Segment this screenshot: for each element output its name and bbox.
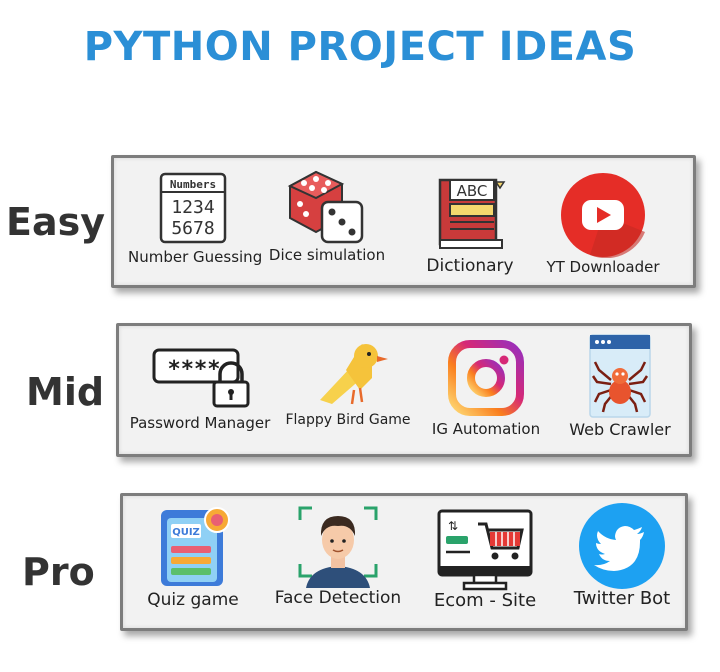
item-number-guessing[interactable]: Numbers 1234 5678 Number Guessing (128, 172, 263, 266)
svg-text:QUIZ: QUIZ (172, 527, 200, 538)
item-label: Quiz game (147, 590, 239, 610)
svg-text:Numbers: Numbers (170, 178, 216, 191)
item-dictionary[interactable]: ABC Dictionary (410, 176, 530, 276)
item-quiz-game[interactable]: QUIZ Quiz game (135, 504, 251, 610)
item-label: Password Manager (129, 414, 271, 432)
instagram-icon (448, 340, 524, 416)
level-label-mid: Mid (26, 370, 105, 414)
item-ecom-site[interactable]: ⇅ Ecom - Site (417, 508, 553, 611)
item-password-manager[interactable]: **** Password Manager (125, 344, 275, 432)
item-label: IG Automation (431, 420, 541, 438)
youtube-play-icon (561, 173, 645, 258)
level-label-easy: Easy (6, 200, 105, 244)
dice-icon (287, 170, 364, 244)
spider-browser-icon (589, 334, 651, 418)
item-label: Dice simulation (268, 246, 386, 264)
face-detection-icon (298, 506, 378, 588)
row-pro: QUIZ Quiz game Face Detection (120, 493, 688, 631)
row-easy: Numbers 1234 5678 Number Guessing Dice s… (111, 155, 696, 288)
item-label: Flappy Bird Game (285, 412, 411, 428)
item-flappy-bird-game[interactable]: Flappy Bird Game (285, 338, 411, 428)
item-web-crawler[interactable]: Web Crawler (559, 334, 681, 439)
bird-icon (320, 344, 388, 405)
item-label: Dictionary (426, 256, 514, 276)
svg-text:ABC: ABC (457, 182, 488, 200)
svg-text:⇅: ⇅ (448, 519, 458, 533)
dictionary-book-icon: ABC (438, 178, 506, 249)
level-label-pro: Pro (22, 550, 95, 594)
ecommerce-monitor-icon: ⇅ (437, 509, 533, 591)
item-face-detection[interactable]: Face Detection (271, 504, 405, 608)
row-mid: **** Password Manager Flappy Bird Game (116, 323, 692, 457)
item-label: Twitter Bot (573, 588, 671, 609)
item-ig-automation[interactable]: IG Automation (423, 340, 549, 438)
item-twitter-bot[interactable]: Twitter Bot (557, 502, 687, 609)
item-label: Number Guessing (128, 248, 263, 266)
item-yt-downloader[interactable]: YT Downloader (538, 172, 668, 276)
item-label: Ecom - Site (433, 590, 537, 611)
item-label: YT Downloader (546, 258, 660, 276)
quiz-icon: QUIZ (161, 507, 230, 586)
item-dice-simulation[interactable]: Dice simulation (262, 166, 392, 264)
item-label: Web Crawler (569, 420, 671, 439)
twitter-bird-icon (579, 503, 665, 589)
numbers-icon: Numbers 1234 5678 (159, 172, 227, 244)
item-label: Face Detection (274, 588, 402, 608)
svg-text:5678: 5678 (171, 218, 214, 239)
svg-text:1234: 1234 (171, 197, 214, 218)
svg-text:****: **** (168, 357, 221, 382)
page-title: PYTHON PROJECT IDEAS (83, 24, 637, 70)
password-lock-icon: **** (152, 348, 250, 408)
